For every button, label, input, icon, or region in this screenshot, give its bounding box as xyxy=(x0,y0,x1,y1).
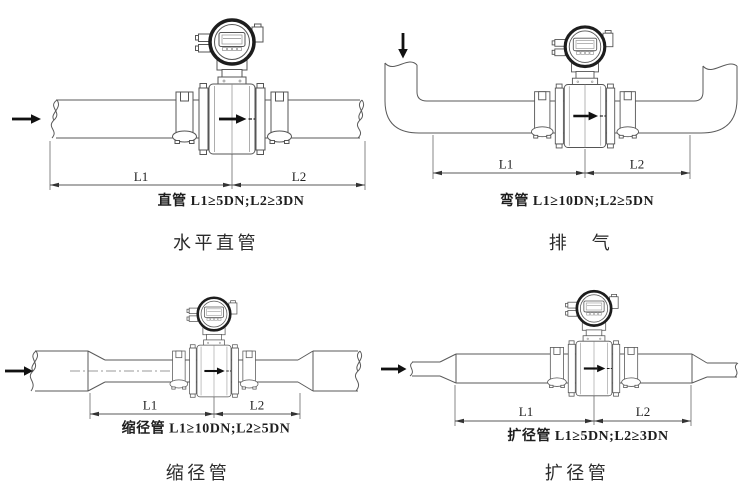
dim-label-l2: L2 xyxy=(630,157,644,172)
pipe-small-left xyxy=(412,353,457,384)
spec-text: 扩径管 L1≥5DN;L2≥3DN xyxy=(507,427,668,444)
inlet-flow-arrow xyxy=(5,366,33,376)
dim-label-l1: L1 xyxy=(519,404,533,419)
dimension-arrowheads xyxy=(50,182,365,188)
inlet-flow-arrow xyxy=(12,114,41,124)
dim-label-l2: L2 xyxy=(636,404,650,419)
dim-label-l1: L1 xyxy=(143,398,157,413)
diagram-reducing-pipe: L1 L2 缩径管 L1≥10DN;L2≥5DN 缩径管 xyxy=(5,298,363,483)
dim-label-l2: L2 xyxy=(292,169,306,184)
caption: 水平直管 xyxy=(173,233,259,253)
flowmeter-symbol xyxy=(173,20,292,155)
diagram-expanding-pipe: L1 L2 扩径管 L1≥5DN;L2≥3DN 扩径管 xyxy=(381,291,739,483)
dimension-arrowheads xyxy=(433,170,690,176)
inlet-flow-arrow xyxy=(381,364,407,374)
extension-lines xyxy=(49,141,366,190)
pipe-large-right xyxy=(297,350,358,392)
pipe-break-right xyxy=(354,350,363,392)
flowmeter-symbol xyxy=(170,298,258,398)
flowmeter-symbol xyxy=(548,291,641,396)
pipe-break-left xyxy=(50,99,59,139)
spec-text: 直管 L1≥5DN;L2≥3DN xyxy=(158,192,305,209)
diagram-vent-bend-pipe: L1 L2 弯管 L1≥10DN;L2≥5DN 排 气 xyxy=(384,27,738,253)
pipe-small-right xyxy=(691,353,737,384)
pipe-break-right xyxy=(356,99,365,139)
caption: 缩径管 xyxy=(166,463,231,483)
pipe-break-left xyxy=(409,361,414,377)
pipe-break-right xyxy=(734,362,739,378)
inlet-flow-arrow xyxy=(398,33,408,59)
caption: 扩径管 xyxy=(545,463,610,483)
dimension-arrowheads xyxy=(90,411,300,417)
spec-text: 弯管 L1≥10DN;L2≥5DN xyxy=(500,192,654,209)
pipe-break-openings xyxy=(384,61,738,71)
spec-text: 缩径管 L1≥10DN;L2≥5DN xyxy=(122,420,291,437)
caption: 排 气 xyxy=(549,233,614,253)
diagram-horizontal-straight-pipe: L1 L2 直管 L1≥5DN;L2≥3DN 水平直管 xyxy=(12,20,366,253)
dimension-arrowheads xyxy=(455,418,691,424)
dim-label-l2: L2 xyxy=(250,398,264,413)
dim-label-l1: L1 xyxy=(499,157,513,172)
dim-label-l1: L1 xyxy=(134,169,148,184)
flowmeter-symbol xyxy=(531,27,638,148)
